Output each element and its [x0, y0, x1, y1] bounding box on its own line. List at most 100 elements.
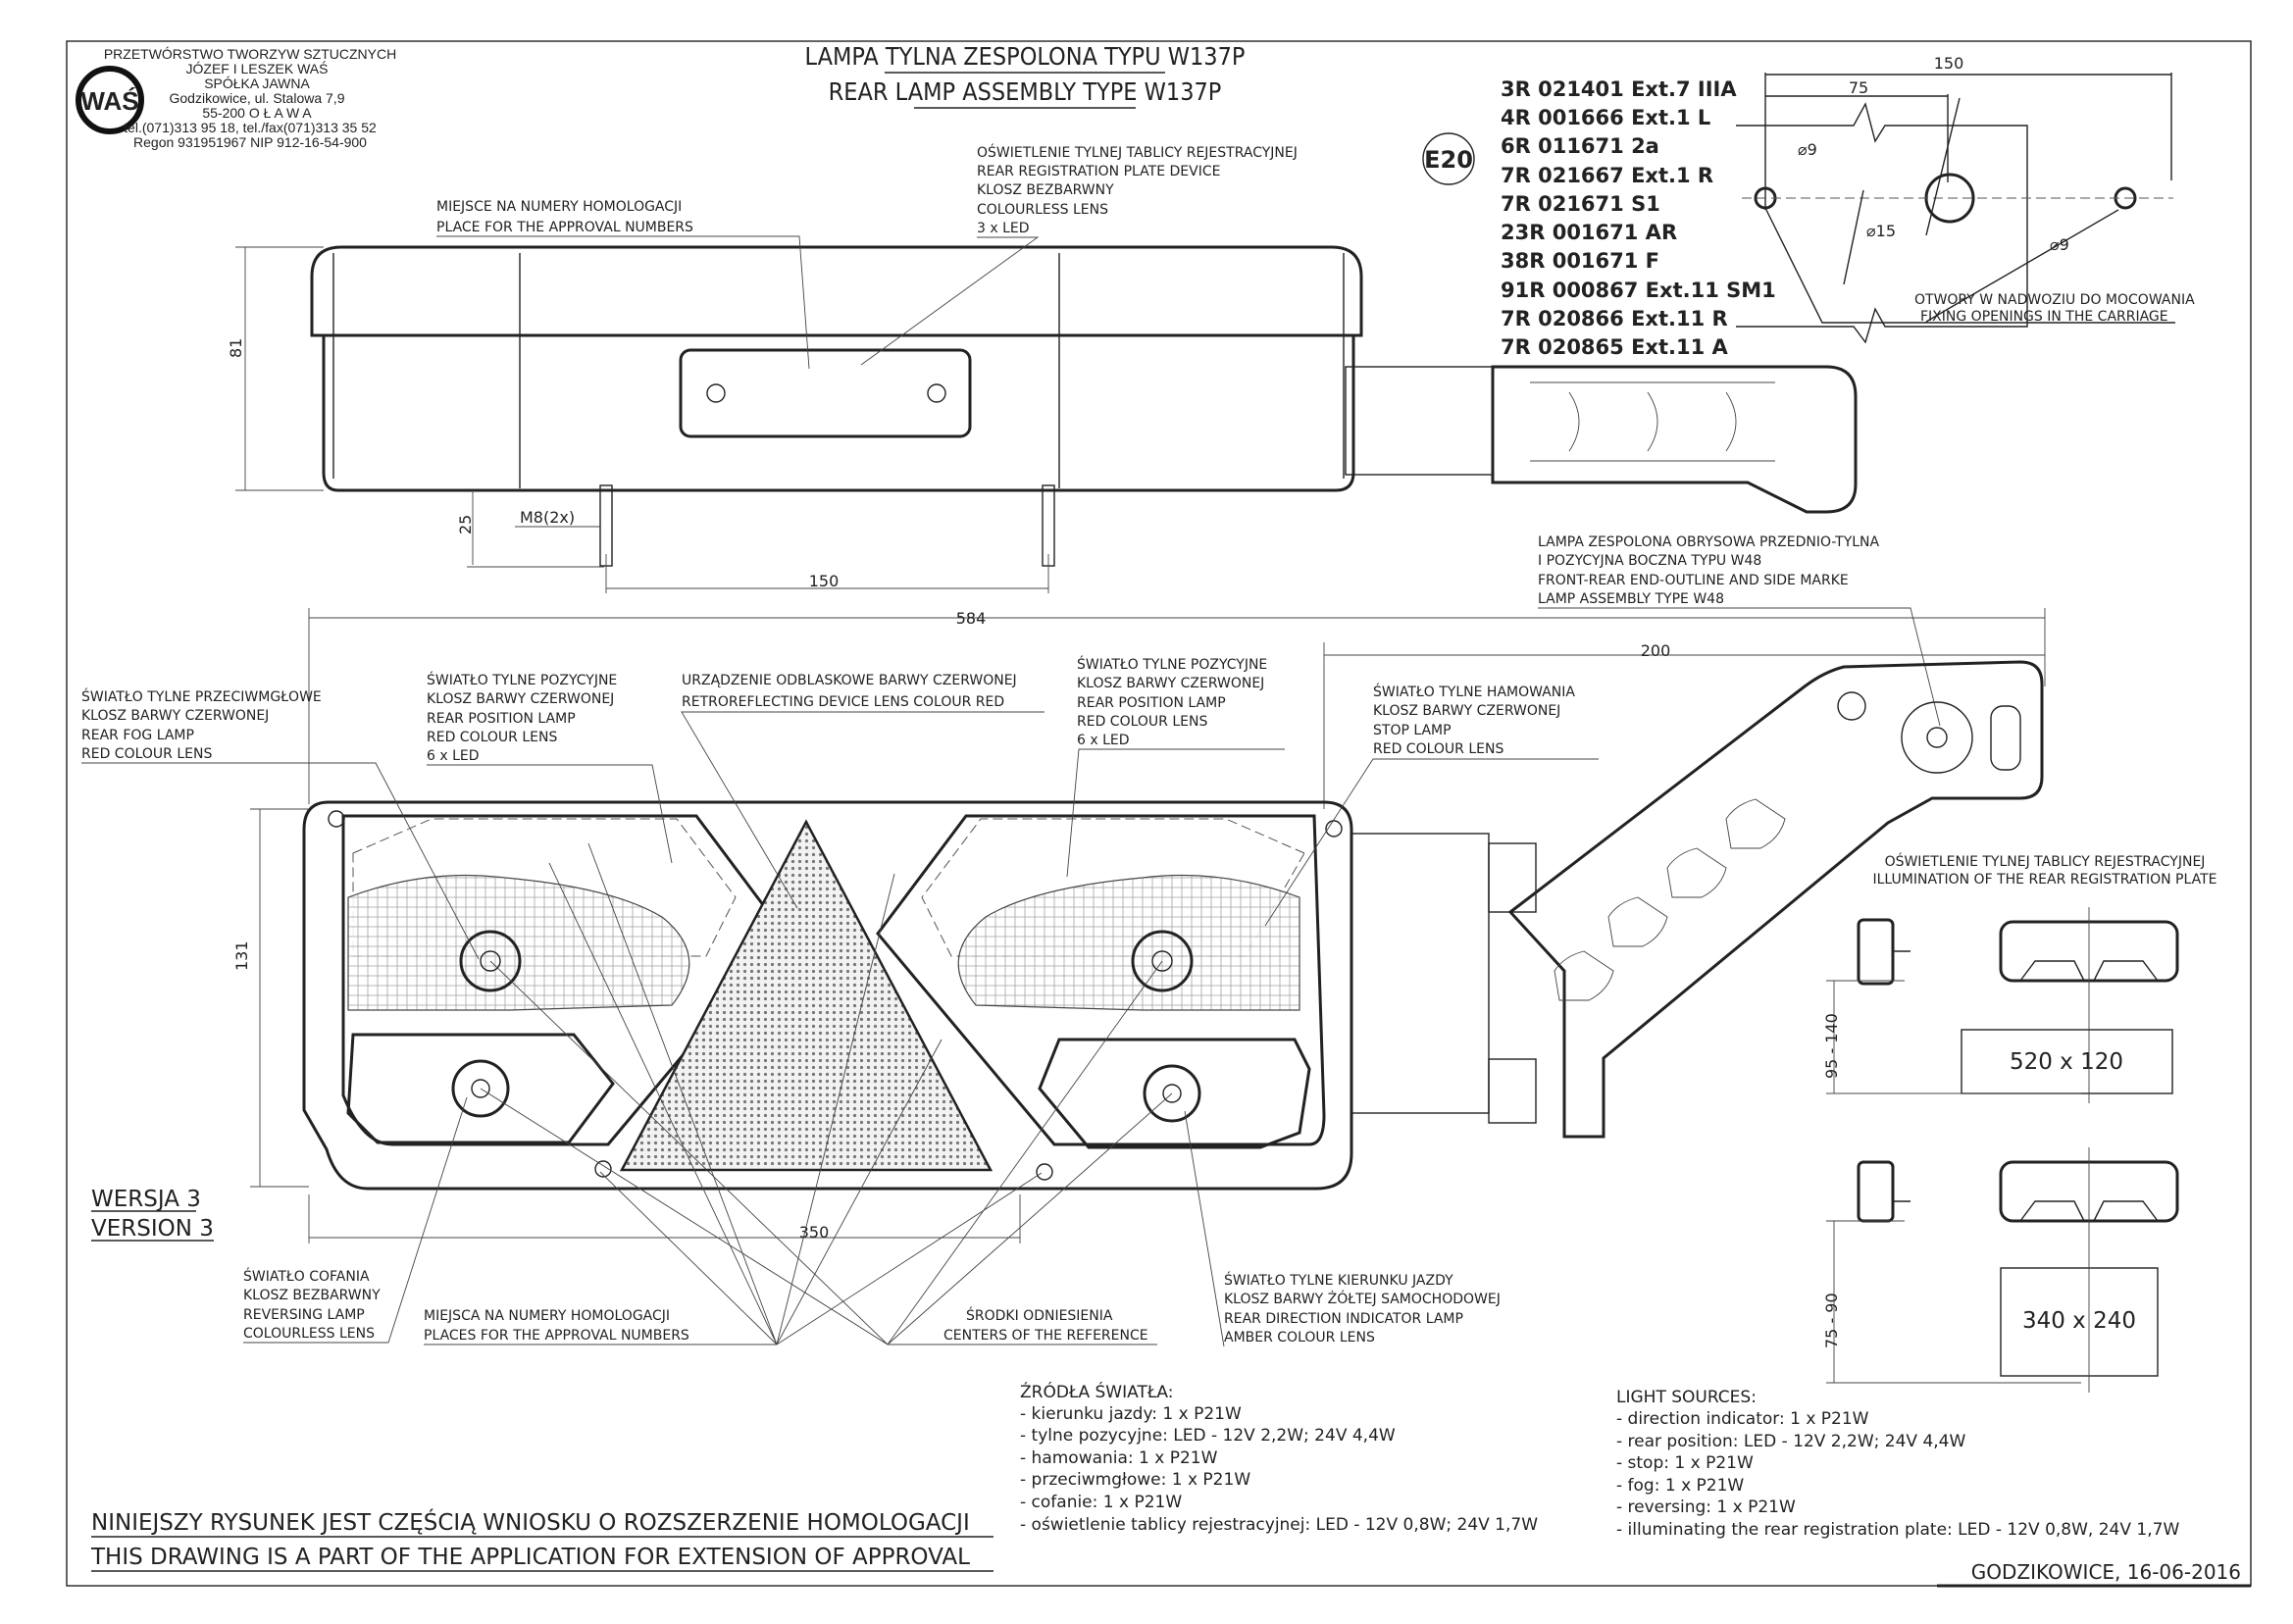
- company-regon: Regon 931951967 NIP 912-16-54-900: [133, 134, 367, 150]
- label-line: FRONT-REAR END-OUTLINE AND SIDE MARKE: [1538, 573, 1849, 588]
- label-line: URZĄDZENIE ODBLASKOWE BARWY CZERWONEJ: [682, 673, 1017, 688]
- fixing-hole-15: ⌀15: [1866, 222, 1896, 240]
- dim-25: 25: [456, 515, 475, 534]
- approval-number: 3R 021401 Ext.7 IIIA: [1501, 77, 1737, 101]
- fixing-dim-75: 75: [1849, 78, 1868, 97]
- light-sources-title: ŹRÓDŁA ŚWIATŁA:: [1020, 1381, 1173, 1402]
- approval-number: 38R 001671 F: [1501, 249, 1659, 273]
- label-line: RED COLOUR LENS: [427, 730, 557, 745]
- label-line: REAR DIRECTION INDICATOR LAMP: [1224, 1311, 1463, 1327]
- version-pl: WERSJA 3: [91, 1187, 201, 1212]
- light-source-item: - przeciwmgłowe: 1 x P21W: [1020, 1470, 1250, 1490]
- plate-size-520x120: 520 x 120: [2010, 1049, 2123, 1075]
- label-line: CENTERS OF THE REFERENCE: [943, 1328, 1148, 1344]
- plate-size-340x240: 340 x 240: [2022, 1308, 2136, 1334]
- label-line: OŚWIETLENIE TYLNEJ TABLICY REJESTRACYJNE…: [1885, 852, 2206, 870]
- label-line: KLOSZ BEZBARWNY: [977, 182, 1114, 198]
- company-phone: tel.(071)313 95 18, tel./fax(071)313 35 …: [124, 120, 377, 135]
- label-line: COLOURLESS LENS: [977, 202, 1108, 218]
- label-line: ŚWIATŁO TYLNE HAMOWANIA: [1373, 683, 1575, 700]
- label-line: REAR FOG LAMP: [81, 728, 194, 743]
- label-line: ŚWIATŁO TYLNE POZYCYJNE: [1077, 655, 1267, 673]
- company-street: Godzikowice, ul. Stalowa 7,9: [170, 90, 345, 106]
- footer-note-en: THIS DRAWING IS A PART OF THE APPLICATIO…: [90, 1545, 970, 1570]
- label-line: 6 x LED: [427, 748, 480, 764]
- label-line: REAR POSITION LAMP: [1077, 695, 1226, 711]
- approval-numbers-list: 3R 021401 Ext.7 IIIA 4R 001666 Ext.1 L 6…: [1501, 77, 1776, 359]
- label-approval-place-top: MIEJSCE NA NUMERY HOMOLOGACJI PLACE FOR …: [436, 199, 810, 370]
- approval-number: 7R 021667 Ext.1 R: [1501, 164, 1713, 187]
- place-date: GODZIKOWICE, 16-06-2016: [1971, 1560, 2241, 1584]
- label-line: KLOSZ BARWY CZERWONEJ: [1373, 703, 1560, 719]
- light-source-item: - hamowania: 1 x P21W: [1020, 1448, 1218, 1468]
- version-en: VERSION 3: [91, 1216, 214, 1242]
- label-retroreflector: URZĄDZENIE ODBLASKOWE BARWY CZERWONEJ RE…: [681, 673, 1045, 909]
- light-sources-pl: ŹRÓDŁA ŚWIATŁA: - kierunku jazdy: 1 x P2…: [1020, 1381, 1538, 1535]
- plate-range-95-140: 95 - 140: [1822, 1013, 1841, 1079]
- light-source-item: - rear position: LED - 12V 2,2W; 24V 4,4…: [1616, 1432, 1965, 1451]
- label-w48: LAMPA ZESPOLONA OBRYSOWA PRZEDNIO-TYLNA …: [1538, 534, 1941, 727]
- approval-number: 23R 001671 AR: [1501, 221, 1677, 244]
- label-line: MIEJSCE NA NUMERY HOMOLOGACJI: [436, 199, 682, 215]
- title-en: REAR LAMP ASSEMBLY TYPE W137P: [829, 77, 1222, 106]
- label-line: OŚWIETLENIE TYLNEJ TABLICY REJESTRACYJNE…: [977, 143, 1298, 161]
- label-line: KLOSZ BEZBARWNY: [243, 1288, 381, 1303]
- dim-150: 150: [809, 572, 840, 590]
- label-line: KLOSZ BARWY CZERWONEJ: [1077, 676, 1264, 691]
- label-line: I POZYCYJNA BOCZNA TYPU W48: [1538, 553, 1761, 569]
- label-indicator: ŚWIATŁO TYLNE KIERUNKU JAZDY KLOSZ BARWY…: [1184, 1110, 1501, 1347]
- fixing-hole-9-right: ⌀9: [2050, 235, 2069, 254]
- label-line: REVERSING LAMP: [243, 1307, 365, 1323]
- fixing-dim-150: 150: [1934, 54, 1964, 73]
- light-source-item: - fog: 1 x P21W: [1616, 1476, 1744, 1496]
- label-line: ŚWIATŁO COFANIA: [243, 1267, 370, 1285]
- fixing-holes-diagram: 150 75 ⌀9 ⌀15 ⌀9 OTWORY W NADWOZIU DO MO…: [1736, 54, 2195, 344]
- light-source-item: - oświetlenie tablicy rejestracyjnej: LE…: [1020, 1515, 1538, 1535]
- plate-illumination-section: OŚWIETLENIE TYLNEJ TABLICY REJESTRACYJNE…: [1822, 852, 2217, 1393]
- approval-number: 7R 020866 Ext.11 R: [1501, 307, 1728, 330]
- drawing-frame: [66, 40, 2252, 1587]
- top-view-lamp: [310, 245, 1858, 567]
- dim-131: 131: [232, 940, 251, 971]
- label-plate-device-top: OŚWIETLENIE TYLNEJ TABLICY REJESTRACYJNE…: [860, 143, 1298, 366]
- front-view-lamp: [302, 660, 2044, 1191]
- label-position-left: ŚWIATŁO TYLNE POZYCYJNE KLOSZ BARWY CZER…: [427, 671, 673, 864]
- company-block: WAŚ PRZETWÓRSTWO TWORZYW SZTUCZNYCH JÓZE…: [76, 46, 396, 150]
- light-source-item: - reversing: 1 x P21W: [1616, 1497, 1796, 1517]
- footer-note-pl: NINIEJSZY RYSUNEK JEST CZĘŚCIĄ WNIOSKU O…: [91, 1508, 970, 1536]
- label-approval-place-bottom: MIEJSCA NA NUMERY HOMOLOGACJI PLACES FOR…: [424, 842, 1043, 1345]
- light-source-item: - cofanie: 1 x P21W: [1020, 1493, 1182, 1512]
- label-line: STOP LAMP: [1373, 723, 1452, 738]
- dim-81: 81: [227, 338, 245, 358]
- company-owners: JÓZEF I LESZEK WAŚ: [186, 60, 329, 76]
- label-line: LAMPA ZESPOLONA OBRYSOWA PRZEDNIO-TYLNA: [1538, 534, 1880, 550]
- dim-584: 584: [956, 609, 987, 628]
- label-stop: ŚWIATŁO TYLNE HAMOWANIA KLOSZ BARWY CZER…: [1264, 683, 1599, 927]
- label-line: RED COLOUR LENS: [1373, 741, 1503, 757]
- label-fog: ŚWIATŁO TYLNE PRZECIWMGŁOWE KLOSZ BARWY …: [81, 687, 480, 960]
- approval-number: 7R 021671 S1: [1501, 192, 1660, 216]
- label-line: ŚRODKI ODNIESIENIA: [966, 1306, 1113, 1324]
- title-pl: LAMPA TYLNA ZESPOLONA TYPU W137P: [805, 42, 1246, 71]
- light-source-item: - stop: 1 x P21W: [1616, 1453, 1754, 1473]
- plate-range-75-90: 75 - 90: [1822, 1293, 1841, 1348]
- light-source-item: - tylne pozycyjne: LED - 12V 2,2W; 24V 4…: [1020, 1426, 1396, 1446]
- dim-m8: M8(2x): [520, 508, 575, 527]
- label-line: REAR POSITION LAMP: [427, 711, 576, 727]
- company-city: 55-200 O Ł A W A: [202, 105, 312, 121]
- label-line: COLOURLESS LENS: [243, 1326, 375, 1342]
- logo-text: WAŚ: [80, 86, 138, 116]
- label-line: KLOSZ BARWY CZERWONEJ: [427, 691, 614, 707]
- label-reversing: ŚWIATŁO COFANIA KLOSZ BEZBARWNY REVERSIN…: [243, 1096, 468, 1344]
- approval-number: 6R 011671 2a: [1501, 134, 1659, 158]
- approval-number: 91R 000867 Ext.11 SM1: [1501, 279, 1776, 302]
- dim-350: 350: [799, 1223, 830, 1242]
- label-line: 3 x LED: [977, 221, 1030, 236]
- label-position-right: ŚWIATŁO TYLNE POZYCYJNE KLOSZ BARWY CZER…: [1066, 655, 1285, 878]
- dim-200: 200: [1641, 641, 1671, 660]
- company-logo: WAŚ: [76, 66, 144, 134]
- company-name: PRZETWÓRSTWO TWORZYW SZTUCZNYCH: [104, 46, 396, 62]
- label-line: KLOSZ BARWY CZERWONEJ: [81, 708, 269, 724]
- label-line: ILLUMINATION OF THE REAR REGISTRATION PL…: [1872, 872, 2217, 888]
